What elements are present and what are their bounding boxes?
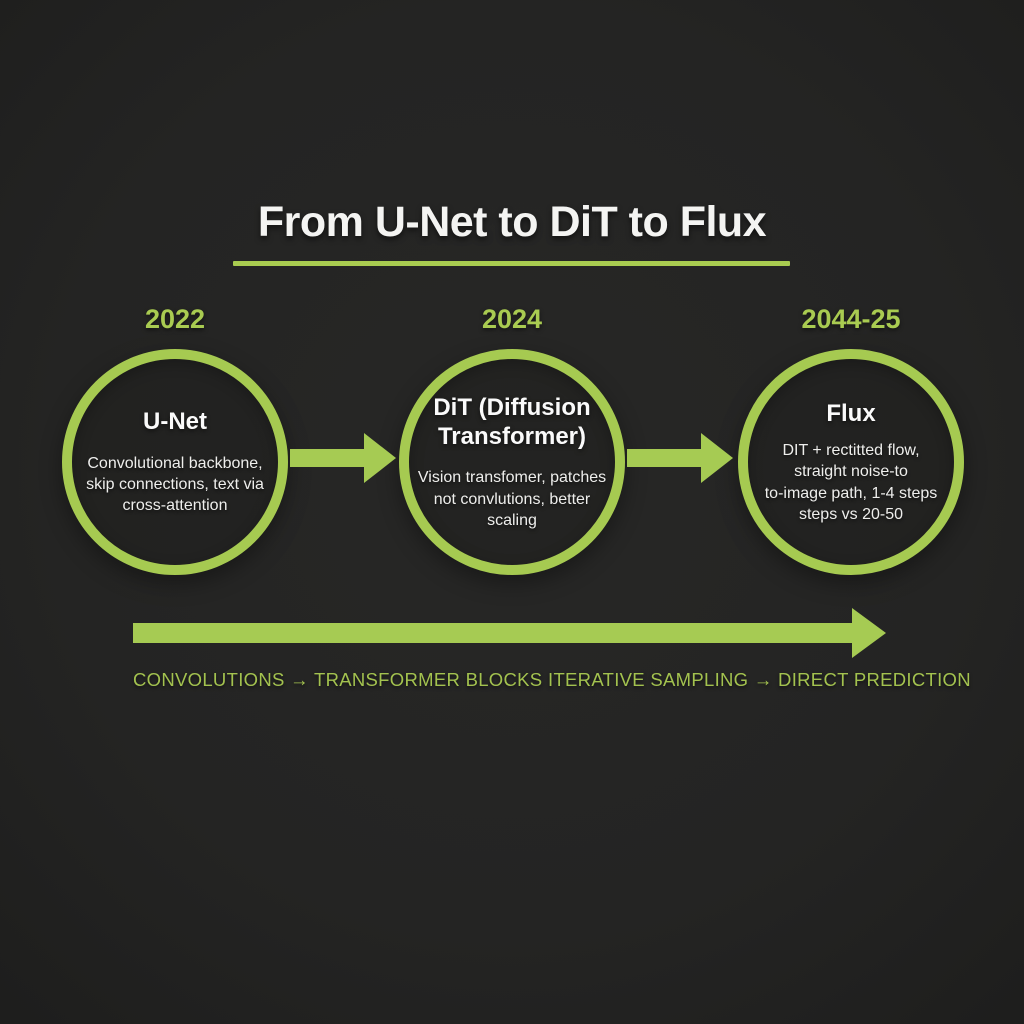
- timeline-node-flux: Flux DIT + rectitted flow, straight nois…: [738, 349, 964, 575]
- arrow-head: [364, 433, 396, 483]
- node-title-flux: Flux: [826, 399, 876, 427]
- node-title-dit: DiT (Diffusion Transformer): [433, 393, 591, 451]
- title-underline-divider: [233, 261, 790, 266]
- arrow-head: [852, 608, 886, 658]
- arrow-shaft: [627, 449, 705, 467]
- diagram-title: From U-Net to DiT to Flux: [257, 198, 767, 246]
- year-label-unet: 2022: [144, 304, 206, 334]
- arrow-head: [701, 433, 733, 483]
- timeline-node-unet: U-Net Convolutional backbone, skip conne…: [62, 349, 288, 575]
- footer-label-convolutions-to-transformers: CONVOLUTIONS → TRANSFORMER BLOCKS: [133, 669, 543, 690]
- arrow-right-icon: [627, 433, 733, 483]
- arrow-shaft: [133, 623, 856, 643]
- arrow-shaft: [290, 449, 368, 467]
- arrow-right-icon: [290, 433, 396, 483]
- footer-label-iterative-to-direct: ITERATIVE SAMPLING → DIRECT PREDICTION: [548, 669, 971, 690]
- progression-arrow-right-icon: [133, 608, 886, 658]
- node-title-unet: U-Net: [143, 408, 207, 436]
- node-description-unet: Convolutional backbone, skip connections…: [86, 454, 264, 515]
- node-description-dit: Vision transfomer, patches not convlutio…: [417, 469, 607, 529]
- node-description-flux: DIT + rectitted flow, straight noise-to …: [764, 442, 938, 523]
- year-label-flux: 2044-25: [801, 304, 901, 334]
- year-label-dit: 2024: [481, 304, 543, 334]
- timeline-node-dit: DiT (Diffusion Transformer) Vision trans…: [399, 349, 625, 575]
